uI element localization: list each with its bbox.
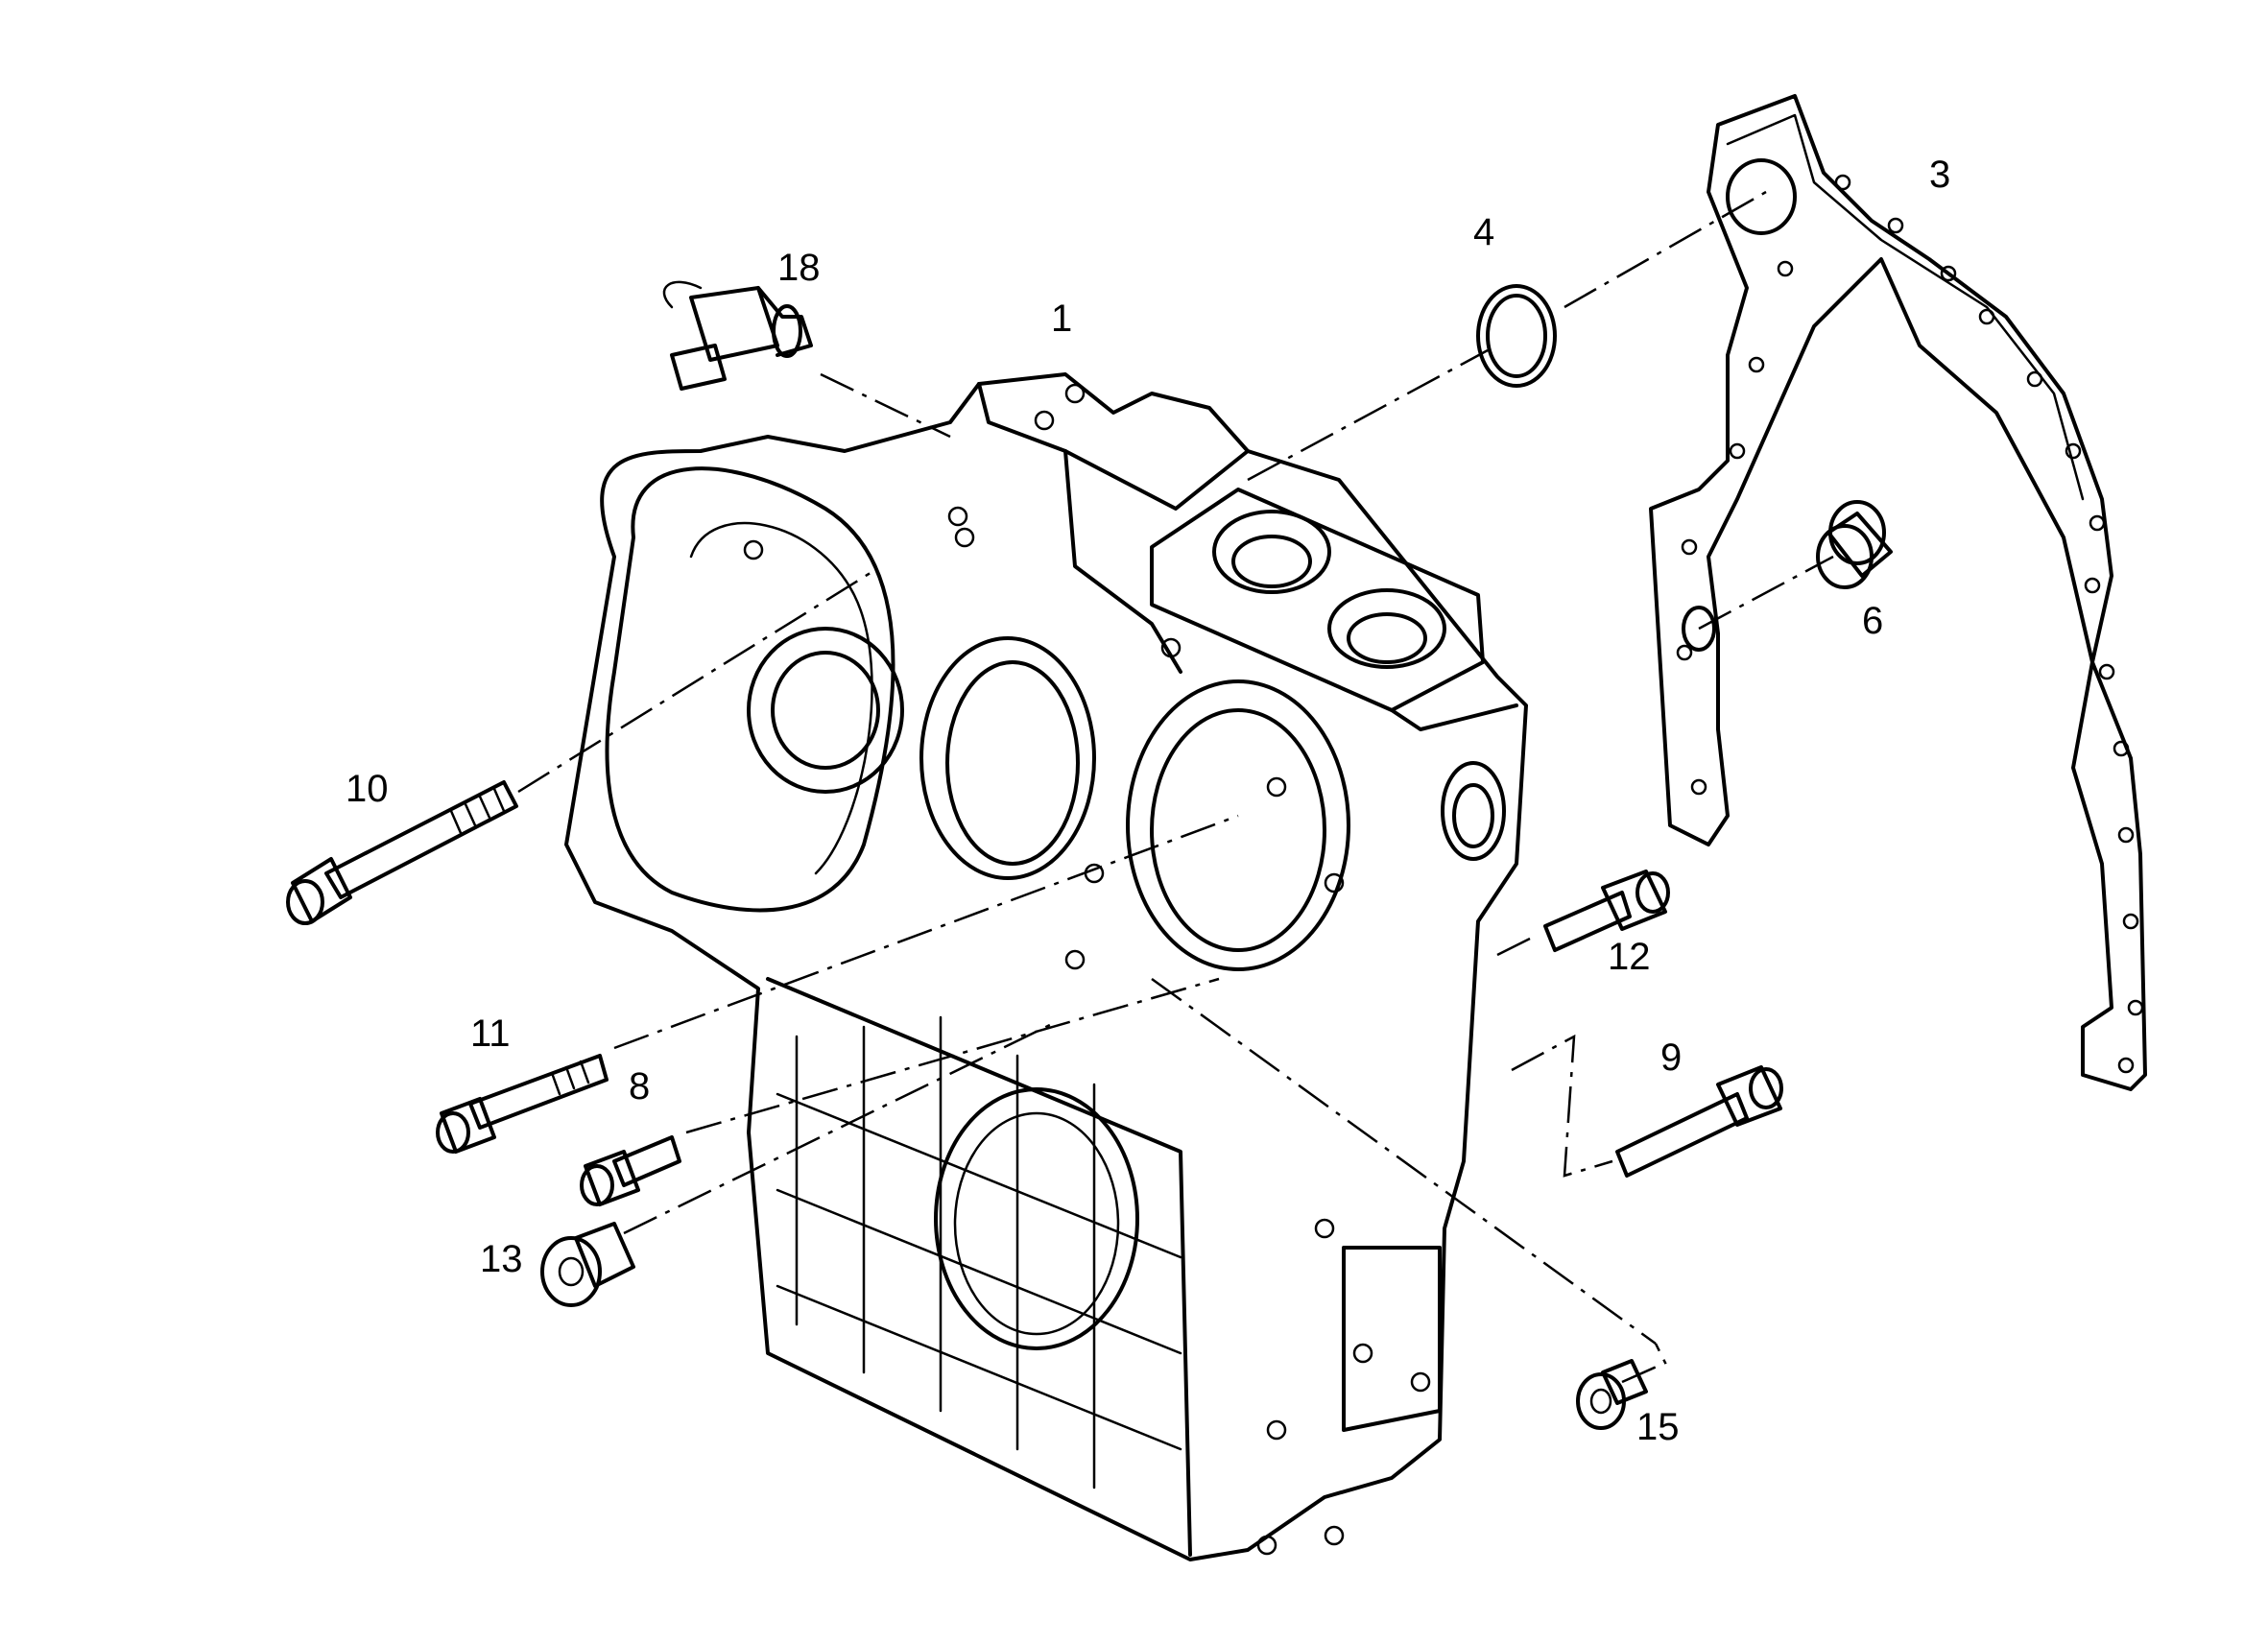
sensor-part-18 (662, 280, 813, 391)
bolt-part-11 (436, 1054, 609, 1154)
callout-4: 4 (1473, 211, 1494, 253)
callout-10: 10 (346, 768, 389, 810)
o-ring-part-4 (1476, 284, 1557, 388)
plug-part-13 (540, 1222, 635, 1307)
bushing-part-6 (1816, 500, 1893, 589)
gasket-part-3 (1649, 94, 2147, 1091)
leader-lines (517, 190, 1834, 1384)
callout-1: 1 (1051, 298, 1072, 340)
bolt-part-8 (580, 1135, 681, 1206)
callout-labels: 1 3 4 6 8 9 10 11 12 13 15 18 (346, 154, 1950, 1448)
housing-part-1 (564, 372, 1528, 1561)
callout-15: 15 (1636, 1406, 1680, 1448)
callout-12: 12 (1608, 936, 1651, 978)
plug-part-15 (1576, 1359, 1648, 1430)
callout-8: 8 (629, 1065, 650, 1108)
bolt-part-9 (1615, 1065, 1783, 1178)
callout-13: 13 (480, 1238, 523, 1280)
bolt-part-12 (1543, 870, 1670, 952)
callout-3: 3 (1929, 154, 1950, 196)
callout-18: 18 (777, 247, 821, 289)
callout-6: 6 (1862, 600, 1883, 642)
callout-9: 9 (1660, 1036, 1682, 1079)
callout-11: 11 (470, 1013, 511, 1055)
bolt-part-10 (286, 780, 518, 925)
